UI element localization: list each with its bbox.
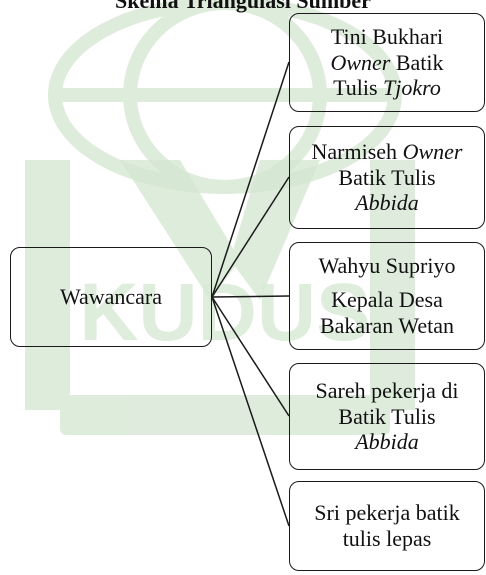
- source-line: Tini Bukhari: [330, 23, 444, 49]
- source-line: Abbida: [355, 429, 419, 455]
- source-line: Wahyu Supriyo: [318, 253, 456, 279]
- source-node-sri: Sri pekerja batik tulis lepas: [289, 481, 485, 571]
- root-node-wawancara: Wawancara: [10, 247, 212, 347]
- watermark-text: KUDUS: [79, 267, 371, 358]
- source-line: Batik Tulis: [338, 164, 436, 190]
- connector-line: [211, 296, 290, 417]
- source-node-narmiseh: Narmiseh Owner Batik Tulis Abbida: [289, 126, 485, 229]
- source-node-wahyu-supriyo: Wahyu Supriyo Kepala Desa Bakaran Wetan: [289, 242, 485, 350]
- source-node-sareh: Sareh pekerja di Batik Tulis Abbida: [289, 363, 485, 470]
- diagram-title: Skema Triangulasi Sumber: [115, 0, 371, 13]
- source-line: Narmiseh Owner: [311, 138, 463, 164]
- source-line: Batik Tulis: [338, 403, 436, 429]
- source-line: Bakaran Wetan: [319, 312, 455, 338]
- source-line: Kepala Desa: [331, 287, 443, 313]
- root-label: Wawancara: [59, 284, 163, 310]
- connector-line: [211, 296, 290, 527]
- connector-line: [211, 295, 290, 298]
- source-line: Abbida: [355, 190, 419, 216]
- source-line: Tulis Tjokro: [333, 75, 441, 101]
- source-line: Owner Batik: [330, 49, 444, 75]
- source-line: Sri pekerja batik: [314, 500, 460, 526]
- source-line: Sareh pekerja di: [315, 377, 459, 403]
- connector-line: [211, 61, 290, 298]
- connector-line: [211, 176, 290, 298]
- source-line: tulis lepas: [342, 526, 432, 551]
- source-node-tini-bukhari: Tini Bukhari Owner Batik Tulis Tjokro: [289, 13, 485, 112]
